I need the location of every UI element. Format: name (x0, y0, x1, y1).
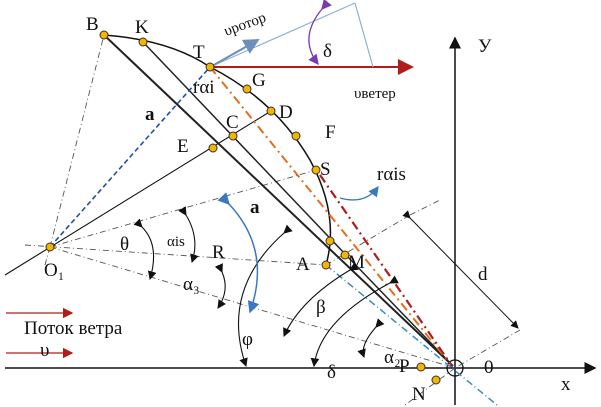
construction-lines (24, 34, 521, 406)
label-O1: O₁ (44, 260, 64, 281)
label-B: B (86, 14, 99, 35)
red-dashdot-line (319, 174, 453, 367)
label-beta: β (316, 297, 326, 318)
label-M: M (348, 252, 365, 273)
point-A (321, 260, 331, 270)
blade-arc (103, 34, 332, 266)
label-alpha3: α₃ (183, 274, 200, 295)
point-B (99, 30, 109, 40)
delta-angle-arc (308, 0, 332, 66)
point-T (205, 62, 215, 72)
point-E (208, 143, 218, 153)
label-phi: φ (242, 329, 253, 350)
rotor-velocity-vector (211, 39, 260, 67)
label-v-wind: υветер (354, 86, 396, 102)
label-P: P (399, 356, 410, 377)
points (45, 30, 441, 385)
label-wind-flow: Поток ветра (24, 318, 123, 339)
label-v-rotor: υротор (222, 10, 268, 40)
origin-circle (446, 359, 464, 377)
velocity-triangle-side (354, 2, 374, 68)
label-F: F (325, 122, 336, 143)
d-dimension (402, 210, 519, 329)
point-P (416, 362, 426, 372)
blue-dashed-line (49, 66, 211, 248)
label-r-ai: rαi (193, 77, 215, 98)
r-ais-arrow (339, 185, 379, 201)
chord-B-origin (103, 34, 454, 367)
chord-K-ext (345, 254, 454, 367)
label-E: E (177, 136, 189, 157)
label-a-top: a (145, 104, 155, 125)
blue-angle-arc (217, 192, 260, 314)
point-F (291, 131, 301, 141)
label-D: D (279, 102, 293, 123)
point-M (340, 250, 350, 260)
label-a-mid: a (250, 197, 260, 218)
label-theta: θ (120, 234, 129, 255)
label-d: d (478, 264, 488, 285)
point-chord (325, 236, 335, 246)
point-O1 (45, 242, 55, 252)
label-A: A (296, 254, 310, 275)
point-N (431, 375, 441, 385)
label-origin: 0 (484, 357, 494, 378)
point-D (266, 106, 276, 116)
label-R: R (212, 242, 225, 263)
label-delta: δ (327, 362, 336, 383)
blue-dashdot-line (325, 264, 498, 406)
label-delta-top: δ (323, 41, 332, 62)
chord-K (142, 41, 347, 256)
label-x-axis: x (561, 374, 571, 395)
label-K: K (135, 17, 149, 38)
label-T: T (193, 42, 205, 63)
point-C (228, 131, 238, 141)
label-S: S (320, 159, 331, 180)
label-y-axis: У (478, 36, 492, 57)
label-G: G (252, 70, 266, 91)
point-S (311, 165, 321, 175)
point-G (242, 84, 252, 94)
label-C: C (226, 112, 239, 133)
label-alpha2: α₂ (384, 347, 401, 368)
label-alpha-is: αis (167, 234, 185, 250)
label-r-ais: rαis (377, 164, 406, 185)
label-v: υ (40, 340, 49, 361)
orange-dashdot-line (209, 66, 453, 367)
label-N: N (412, 384, 426, 405)
point-K (138, 37, 148, 47)
